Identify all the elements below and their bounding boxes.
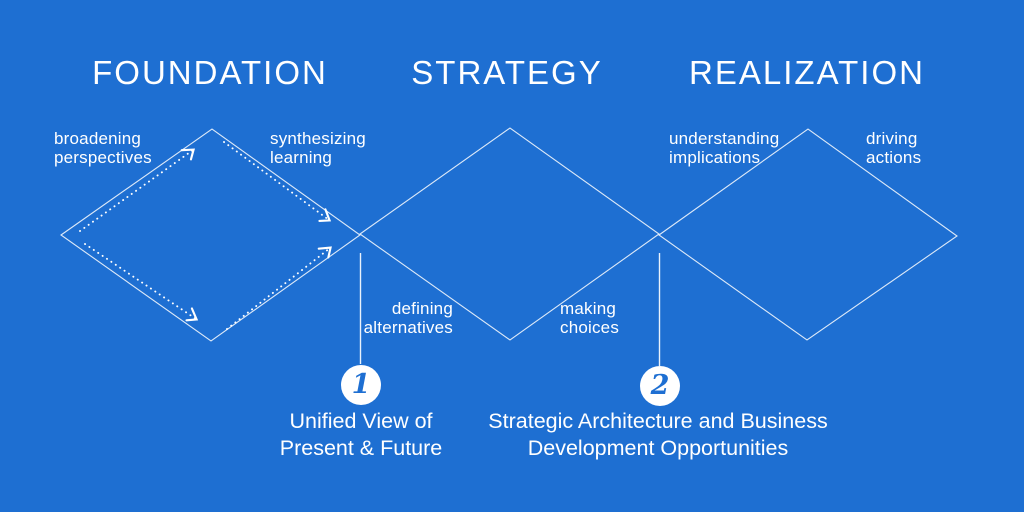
milestone-1-circle	[341, 365, 381, 405]
phase-title-realization: REALIZATION	[689, 54, 925, 91]
realization-diamond-outline	[658, 128, 958, 341]
foundation-diamond-outline	[60, 128, 361, 342]
strategy-diamond-outline	[359, 127, 660, 341]
dotted-arrow-down-left	[84, 243, 199, 322]
milestone-2-circle	[640, 366, 680, 406]
milestone-1-caption: Unified View of Present & Future	[279, 409, 443, 460]
phase-title-strategy: STRATEGY	[411, 54, 603, 91]
stage-label-synthesizing-learning: synthesizing learning	[270, 129, 366, 167]
iteration-loop-dotted-arrows	[79, 141, 332, 330]
stage-label-making-choices: making choices	[560, 299, 620, 337]
dotted-arrow-up-right	[226, 246, 332, 330]
stage-label-understanding-implications: understanding implications	[669, 129, 780, 167]
dotted-arrow-down-right	[223, 141, 332, 222]
dotted-arrow-up-left	[79, 148, 195, 232]
stage-label-broadening-perspectives: broadening perspectives	[54, 129, 152, 167]
milestone-2-number: 2	[650, 369, 670, 401]
phase-title-foundation: FOUNDATION	[92, 54, 328, 91]
stage-label-defining-alternatives: defining alternatives	[363, 299, 453, 337]
stage-label-driving-actions: driving actions	[866, 129, 922, 167]
milestone-1-number: 1	[351, 368, 371, 400]
milestone-2-caption: Strategic Architecture and Business Deve…	[488, 409, 828, 460]
